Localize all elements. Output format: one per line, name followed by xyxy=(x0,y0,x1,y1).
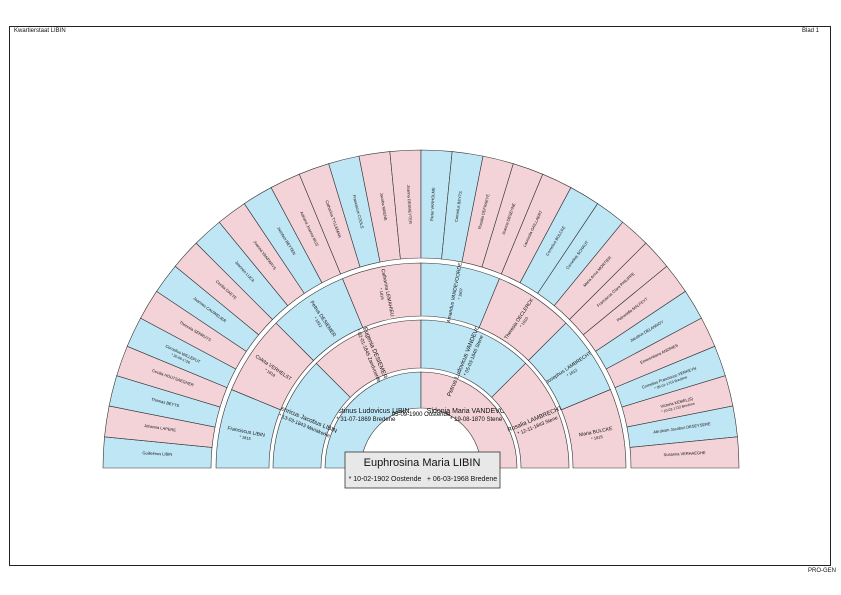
ancestor-box[interactable] xyxy=(595,290,702,370)
chart-title: Kwartierstaat LIBIN xyxy=(14,28,66,34)
ancestor-dates: * 1816 xyxy=(378,288,385,301)
ancestor-box[interactable] xyxy=(195,221,289,320)
ancestor-box[interactable] xyxy=(342,262,422,328)
ancestor-box[interactable] xyxy=(126,317,237,389)
ancestor-rings: Augustinus Ludovicus LIBIN * 31-07-1869 B… xyxy=(102,149,740,469)
ancestor-dates: * 31-07-1869 Bredene xyxy=(336,417,396,423)
ancestor-box[interactable] xyxy=(328,155,381,268)
ancestor-box[interactable] xyxy=(298,163,361,275)
ancestor-box[interactable] xyxy=(324,371,422,469)
sheet-label: Blad 1 xyxy=(802,28,820,34)
ancestor-name: Pieter VANHOLME xyxy=(429,187,436,221)
ancestor-box[interactable] xyxy=(528,322,611,411)
ancestor-box[interactable] xyxy=(231,322,314,411)
ancestor-box[interactable] xyxy=(420,262,500,328)
ancestor-box[interactable] xyxy=(156,265,260,352)
ancestor-dates: * 1815 xyxy=(239,434,252,441)
ancestor-box[interactable] xyxy=(582,265,686,352)
root-person-death: + 06-03-1968 Bredene xyxy=(427,476,497,483)
ancestor-box[interactable] xyxy=(358,151,401,263)
ancestor-box[interactable] xyxy=(626,405,738,448)
ancestor-box[interactable] xyxy=(420,371,518,469)
ancestor-box[interactable] xyxy=(481,163,544,275)
ancestor-box[interactable] xyxy=(629,436,740,469)
ancestor-name: Sidonia Maria VANDEVOORDE xyxy=(427,408,526,415)
ancestor-box[interactable] xyxy=(500,173,572,284)
ancestor-box[interactable] xyxy=(104,405,216,448)
brand-label: PRO-GEN xyxy=(808,568,837,574)
ancestor-box[interactable] xyxy=(140,290,247,370)
ancestor-box[interactable] xyxy=(218,203,305,307)
ancestor-name: Jacoba MAENE xyxy=(379,192,388,221)
ancestor-dates: * 1810 xyxy=(519,315,530,328)
ancestor-box[interactable] xyxy=(621,375,734,428)
ancestor-box[interactable] xyxy=(420,149,453,260)
root-person-box[interactable]: Euphrosina Maria LIBIN * 10-02-1902 Oost… xyxy=(344,451,501,489)
ancestor-box[interactable] xyxy=(275,278,364,361)
root-person-name: Euphrosina Maria LIBIN xyxy=(364,457,481,469)
ancestor-dates: * 1812 xyxy=(566,367,579,378)
chart-frame xyxy=(9,26,831,566)
ancestor-dates: * 19-08-1870 Stene xyxy=(450,417,503,423)
ancestor-box[interactable] xyxy=(174,242,273,336)
ancestor-name: Susanna VERHAEGHE xyxy=(663,450,706,457)
ancestor-box[interactable] xyxy=(441,151,484,263)
ancestor-box[interactable] xyxy=(272,362,351,469)
ancestor-dates: * 1812 xyxy=(313,316,324,329)
ancestor-box[interactable] xyxy=(461,155,514,268)
ancestor-dates: * 1815 xyxy=(591,434,604,441)
ancestor-box[interactable] xyxy=(389,149,422,260)
ancestor-box[interactable] xyxy=(537,203,624,307)
ancestor-box[interactable] xyxy=(491,362,570,469)
ancestor-box[interactable] xyxy=(108,375,221,428)
ancestor-box[interactable] xyxy=(420,319,527,398)
ancestor-box[interactable] xyxy=(569,242,668,336)
ancestor-name: Thomas BEYTS xyxy=(151,396,180,408)
ancestor-box[interactable] xyxy=(553,221,647,320)
ancestor-box[interactable] xyxy=(215,389,281,469)
ancestor-name: Augustinus Ludovicus LIBIN xyxy=(322,408,410,415)
root-person-frame xyxy=(344,451,501,489)
ancestor-box[interactable] xyxy=(315,319,422,398)
ancestor-name: Cornelius BEYTS xyxy=(453,191,463,223)
ancestor-name: Guilielmus LIBIN xyxy=(142,450,172,456)
ancestor-box[interactable] xyxy=(102,436,213,469)
ancestor-box[interactable] xyxy=(478,278,567,361)
ancestor-name: Joanna DESMEYTER xyxy=(406,185,413,224)
ancestor-box[interactable] xyxy=(270,173,342,284)
root-person-birth: * 10-02-1902 Oostende xyxy=(349,476,422,483)
ancestor-name: Johanna LAPERE xyxy=(144,423,177,433)
ancestor-box[interactable] xyxy=(243,187,323,294)
ancestor-box[interactable] xyxy=(605,317,716,389)
marriage-label: 05-09-1900 Oostende xyxy=(392,412,451,418)
ancestor-dates: * 1807 xyxy=(457,287,464,300)
ancestor-box[interactable] xyxy=(561,389,627,469)
ancestor-box[interactable] xyxy=(116,345,228,408)
ancestor-box[interactable] xyxy=(519,187,599,294)
ancestor-dates: * 1818 xyxy=(264,367,277,378)
ancestor-box[interactable] xyxy=(614,345,726,408)
